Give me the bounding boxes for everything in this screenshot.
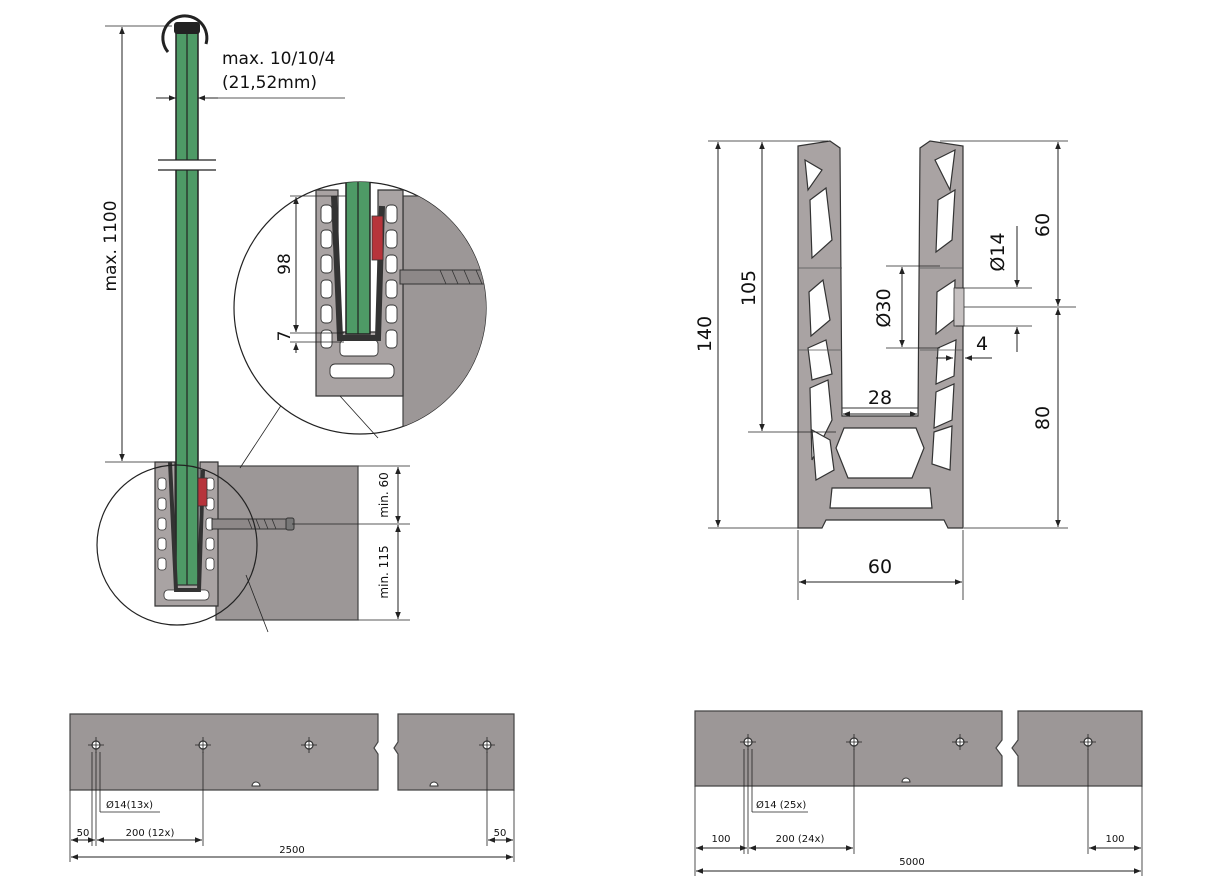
upper-offset-label: 60: [1032, 213, 1054, 237]
detail-gap-label: 7: [275, 331, 295, 342]
u-profile-section: [797, 140, 964, 529]
glass-note-line2: (21,52mm): [222, 73, 317, 93]
bore-diameter-label: Ø30: [873, 288, 895, 327]
strip-5000-hole-note: Ø14 (25x): [756, 799, 806, 811]
strip-5000: Ø14 (25x) 100 200 (24x) 100 5000: [694, 710, 1143, 876]
strip-2500-hole-note: Ø14(13x): [106, 799, 153, 811]
strip-5000-total: 5000: [899, 857, 924, 868]
side-view: max. 10/10/4 (21,52mm) max. 1100: [96, 14, 410, 633]
glass-note-line1: max. 10/10/4: [222, 49, 335, 69]
strip-5000-pitch: 200 (24x): [776, 834, 825, 845]
detail-depth-label: 98: [275, 253, 295, 275]
handrail-cap-icon: [161, 14, 209, 53]
lower-offset-label: 80: [1032, 406, 1054, 430]
cross-section: 140 105 28 Ø30 Ø14 4 60 80: [694, 140, 1076, 600]
min-bottom-label: min. 115: [377, 545, 391, 598]
strip-5000-edge-left: 100: [711, 834, 730, 845]
total-height-label: 140: [694, 316, 716, 352]
profile-small: [154, 461, 219, 607]
strip-5000-edge-right: 100: [1105, 834, 1124, 845]
base-width-label: 60: [868, 556, 892, 578]
detail-circle-small: [96, 464, 258, 626]
strip-2500-edge-left: 50: [77, 828, 90, 839]
strip-2500: Ø14(13x) 50 200 (12x) 50 2500: [69, 713, 515, 862]
min-top-label: min. 60: [377, 472, 391, 518]
detail-circle-large: 98 7: [233, 181, 487, 439]
strip-2500-total: 2500: [279, 845, 304, 856]
inner-height-label: 105: [738, 270, 760, 306]
strip-2500-pitch: 200 (12x): [126, 828, 175, 839]
strip-2500-edge-right: 50: [494, 828, 507, 839]
mounting-hole-icon: [88, 737, 495, 753]
wall-offset-label: 4: [976, 333, 988, 355]
height-label: max. 1100: [101, 200, 121, 291]
mounting-hole-icon: [740, 734, 1096, 750]
inner-width-label: 28: [868, 387, 892, 409]
hole-diameter-label: Ø14: [987, 232, 1009, 271]
